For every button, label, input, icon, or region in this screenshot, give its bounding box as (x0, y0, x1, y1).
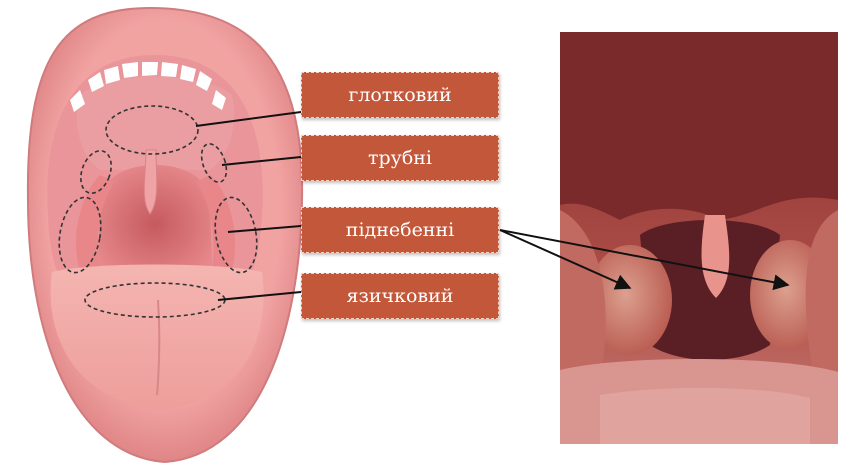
throat-photo (560, 32, 838, 444)
label-palatine-tonsils: піднебенні (301, 207, 499, 253)
photo-palate (560, 32, 838, 220)
mouth-illustration (28, 8, 302, 462)
label-pharyngeal-tonsil: глотковий (301, 72, 499, 118)
uvula (144, 150, 157, 214)
label-tubal-tonsils: трубні (301, 135, 499, 181)
label-lingual-tonsil: язичковий (301, 273, 499, 319)
photo-tongue-highlight (600, 388, 810, 444)
